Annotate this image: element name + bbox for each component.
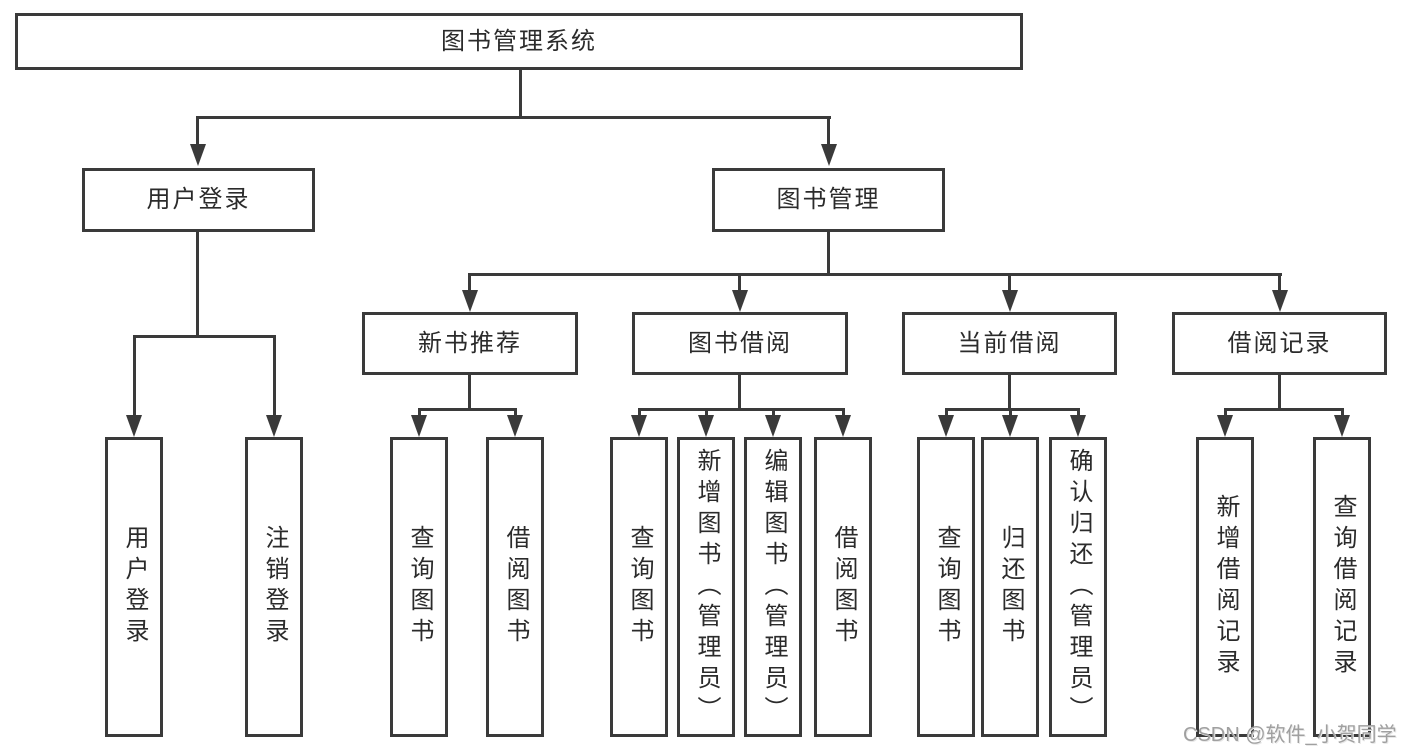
connector-drop-book-borrowing (738, 273, 741, 292)
node-label: 借阅记录 (1227, 329, 1332, 357)
arrowhead-book-borrowing (732, 290, 748, 312)
node-label: 用户登录 (146, 186, 251, 213)
connector-new-book-stub (468, 374, 471, 410)
connector-drop-leaf (772, 408, 775, 418)
connector-level2-bus (196, 116, 831, 119)
node-book-borrowing: 图书借阅 (632, 312, 848, 375)
connector-user-login-stub (196, 231, 199, 337)
connector-level3-bus (469, 273, 1282, 276)
node-library-management-system: 图书管理系统 (15, 13, 1023, 70)
arrowhead-current-borrowing (1002, 290, 1018, 312)
node-new-book-recommendation: 新书推荐 (362, 312, 578, 375)
node-label: 图书借阅 (688, 329, 792, 357)
connector-book-borrowing-bus (638, 408, 845, 411)
connector-new-book-bus (418, 408, 517, 411)
connector-drop-current-borrowing (1008, 273, 1011, 292)
arrowhead-leaf (698, 415, 714, 437)
node-label: 编辑图书（管理员） (760, 447, 787, 727)
node-label: 图书管理系统 (441, 27, 597, 55)
node-label: 借阅图书 (830, 525, 857, 649)
connector-user-login-bus (133, 335, 276, 338)
connector-drop-leaf (705, 408, 708, 418)
connector-drop-leaf (638, 408, 641, 418)
node-label: 新增借阅记录 (1212, 494, 1239, 680)
node-label: 当前借阅 (957, 329, 1062, 357)
node-confirm-return-admin: 确认归还（管理员） (1049, 437, 1107, 737)
node-label: 注销登录 (261, 525, 288, 649)
node-label: 查询借阅记录 (1329, 494, 1356, 680)
arrowhead-leaf (938, 415, 954, 437)
arrowhead-leaf (1217, 415, 1233, 437)
arrowhead-leaf (1334, 415, 1350, 437)
node-add-books-admin: 新增图书（管理员） (677, 437, 735, 737)
arrowhead-leaf (765, 415, 781, 437)
node-label: 查询图书 (933, 525, 960, 649)
arrowhead-new-book (462, 290, 478, 312)
node-user-login: 用户登录 (82, 168, 315, 232)
connector-drop-leaf (1077, 408, 1080, 418)
node-query-books-recommend: 查询图书 (390, 437, 448, 737)
node-user-login-leaf: 用户登录 (105, 437, 163, 737)
arrowhead-borrowing-records (1272, 290, 1288, 312)
arrowhead-login-leaf (126, 415, 142, 437)
connector-borrowing-records-stub (1278, 374, 1281, 410)
node-label: 归还图书 (997, 525, 1024, 649)
arrowhead-leaf (631, 415, 647, 437)
connector-drop-leaf (1224, 408, 1227, 418)
connector-current-borrowing-stub (1008, 374, 1011, 410)
node-borrow-books-recommend: 借阅图书 (486, 437, 544, 737)
connector-drop-leaf (945, 408, 948, 418)
node-query-books-borrowing: 查询图书 (610, 437, 668, 737)
connector-drop-leaf (1009, 408, 1012, 418)
node-label: 查询图书 (626, 525, 653, 649)
connector-drop-borrowing-records (1278, 273, 1281, 292)
node-label: 新增图书（管理员） (693, 447, 720, 727)
node-edit-books-admin: 编辑图书（管理员） (744, 437, 802, 737)
connector-drop-leaf (1341, 408, 1344, 418)
csdn-watermark: CSDN @软件_小贺同学 (1183, 724, 1397, 746)
connector-drop-logout-leaf (273, 335, 276, 416)
connector-drop-login-leaf (133, 335, 136, 416)
node-query-borrow-record: 查询借阅记录 (1313, 437, 1371, 737)
node-query-books-current: 查询图书 (917, 437, 975, 737)
arrowhead-logout-leaf (266, 415, 282, 437)
connector-drop-leaf (418, 408, 421, 418)
node-label: 用户登录 (121, 525, 148, 649)
node-label: 借阅图书 (502, 525, 529, 649)
connector-current-borrowing-bus (945, 408, 1079, 411)
connector-drop-book-management (827, 116, 830, 146)
node-label: 新书推荐 (418, 329, 522, 357)
arrowhead-book-management (821, 144, 837, 166)
connector-drop-leaf (842, 408, 845, 418)
arrowhead-leaf (411, 415, 427, 437)
node-add-borrow-record: 新增借阅记录 (1196, 437, 1254, 737)
node-book-management: 图书管理 (712, 168, 945, 232)
node-borrowing-records: 借阅记录 (1172, 312, 1387, 375)
node-current-borrowing: 当前借阅 (902, 312, 1117, 375)
connector-drop-new-book (468, 273, 471, 292)
arrowhead-leaf (1002, 415, 1018, 437)
node-return-books: 归还图书 (981, 437, 1039, 737)
connector-borrowing-records-bus (1224, 408, 1343, 411)
connector-book-borrowing-stub (738, 374, 741, 410)
node-borrow-books-borrowing: 借阅图书 (814, 437, 872, 737)
node-logout-leaf: 注销登录 (245, 437, 303, 737)
arrowhead-leaf (507, 415, 523, 437)
connector-root-stub (519, 69, 522, 119)
connector-drop-leaf (514, 408, 517, 418)
connector-drop-user-login (196, 116, 199, 146)
arrowhead-user-login (190, 144, 206, 166)
node-label: 确认归还（管理员） (1065, 447, 1092, 727)
connector-book-management-stub (827, 231, 830, 276)
arrowhead-leaf (835, 415, 851, 437)
node-label: 图书管理 (776, 186, 881, 213)
node-label: 查询图书 (406, 525, 433, 649)
arrowhead-leaf (1070, 415, 1086, 437)
